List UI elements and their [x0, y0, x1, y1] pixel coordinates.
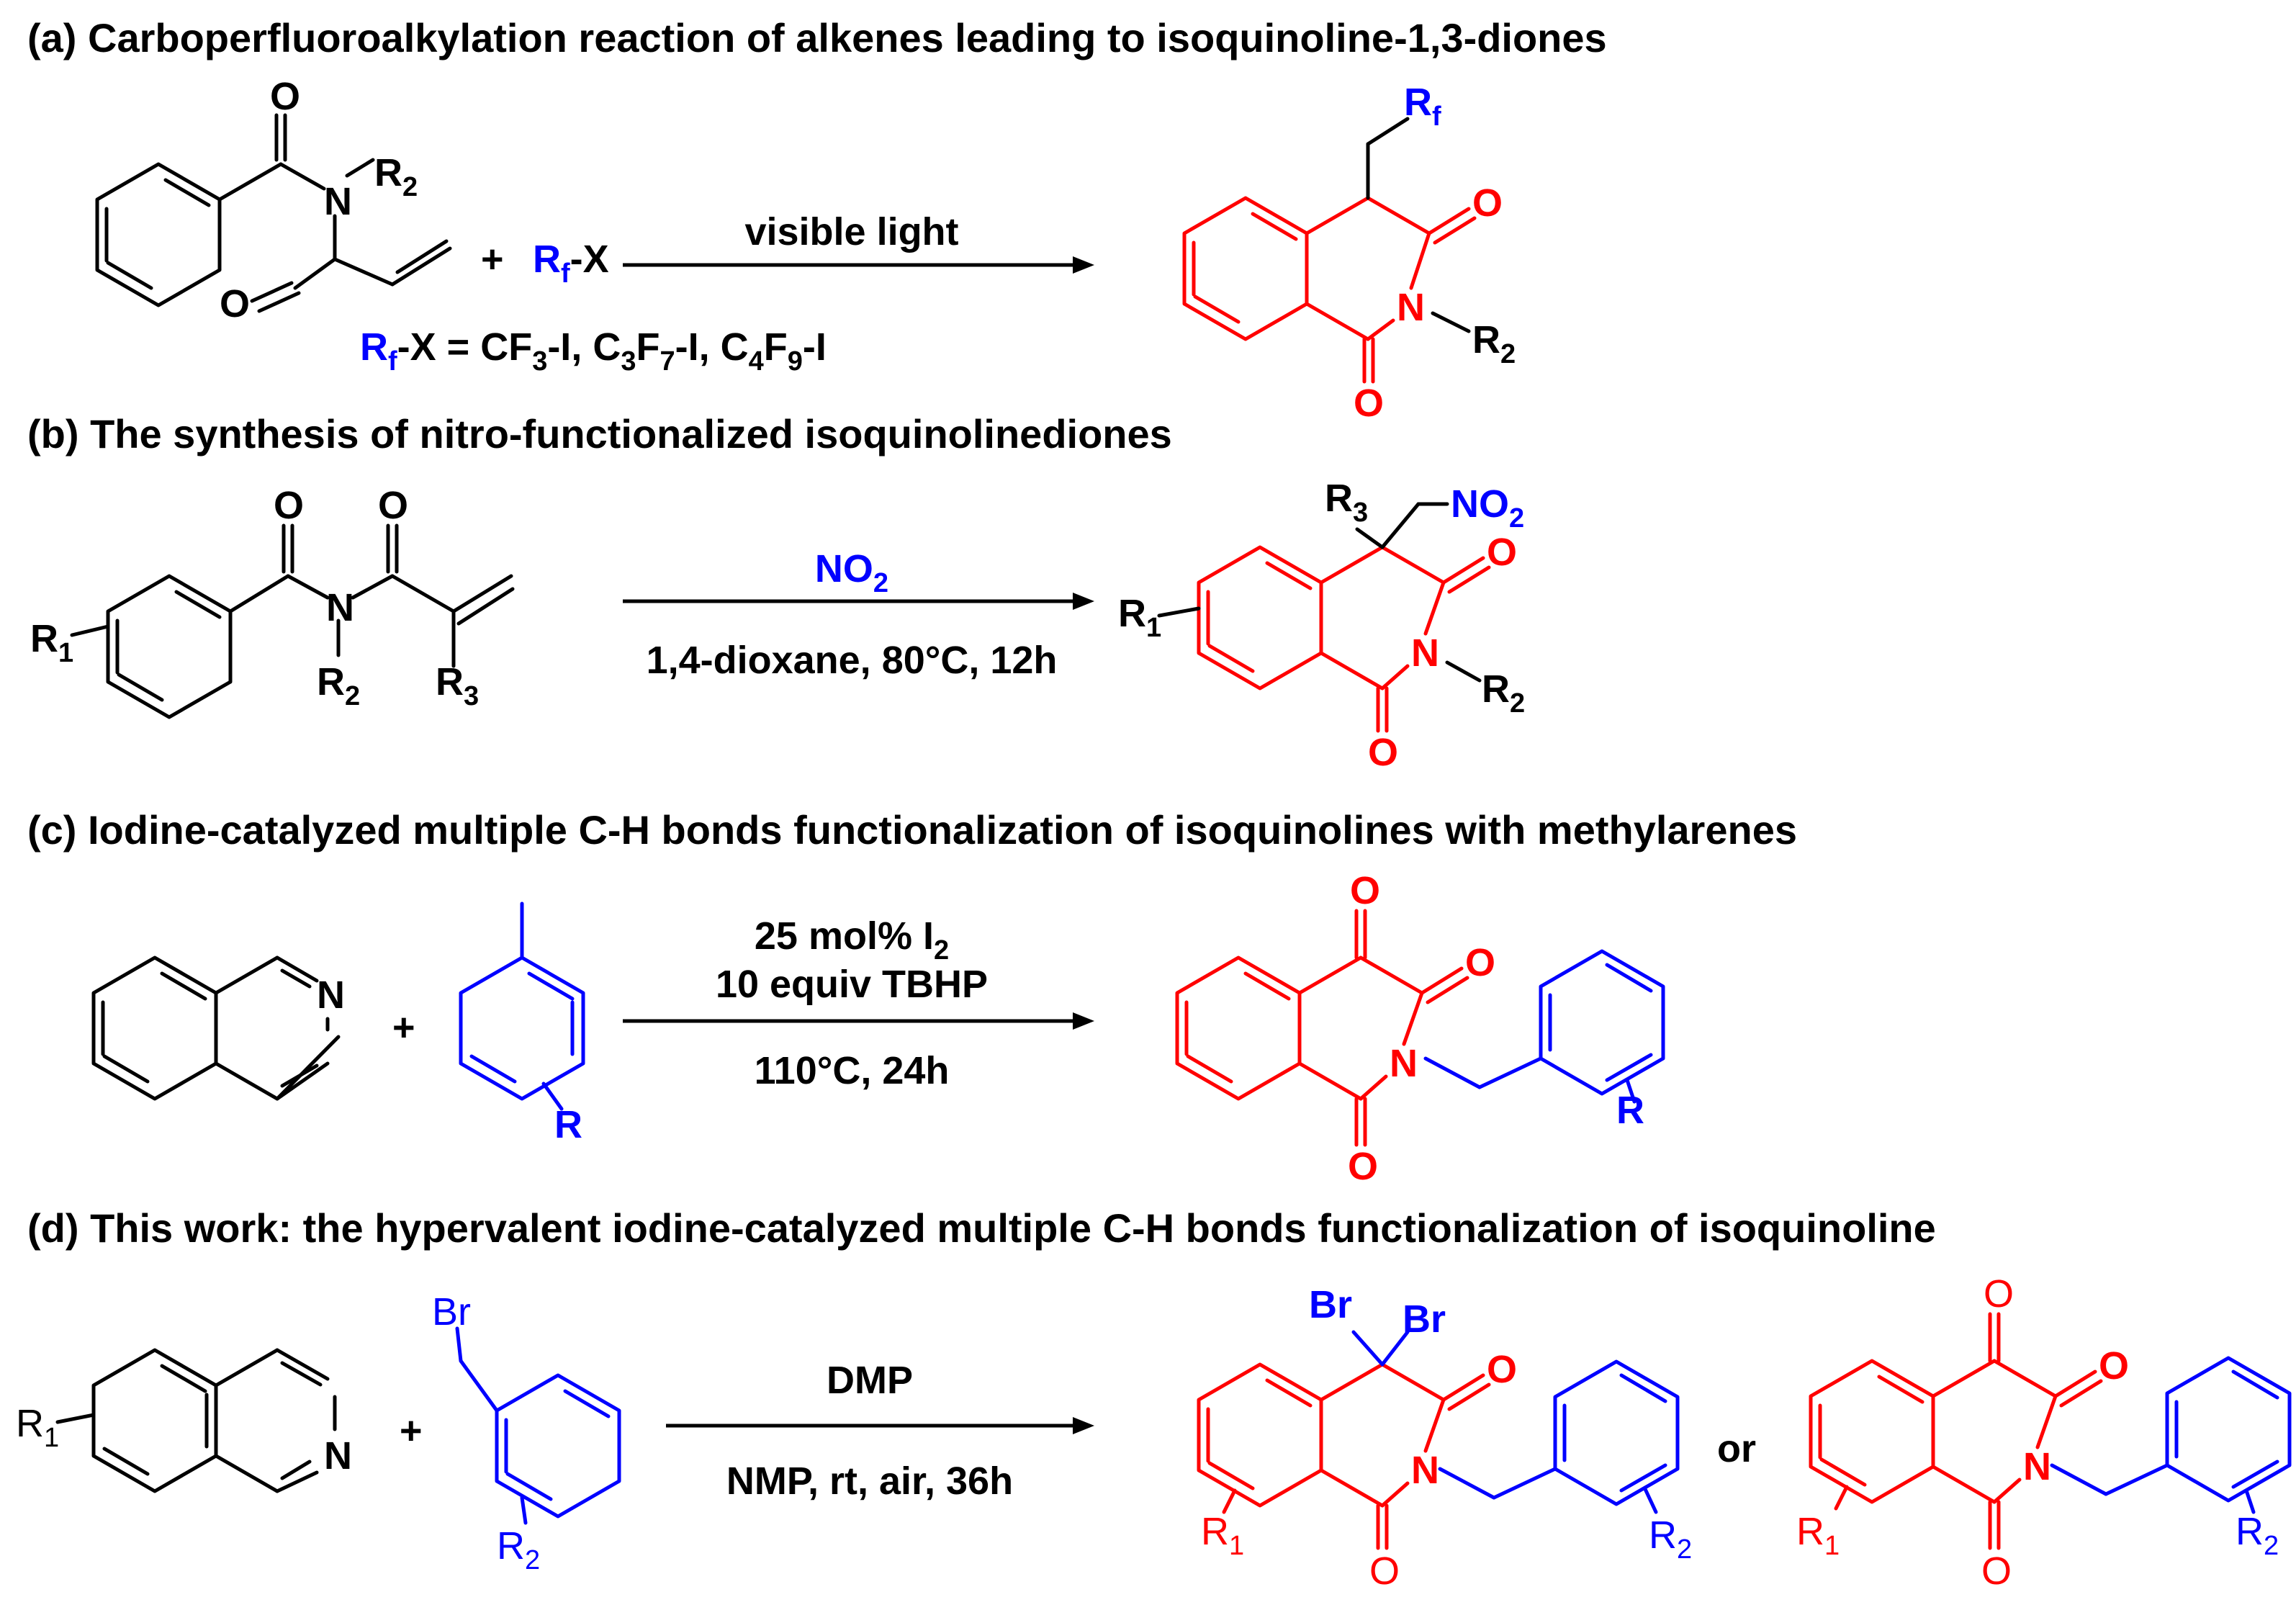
plus-sign: +	[481, 238, 504, 281]
atom-N: N	[1411, 631, 1439, 675]
svg-text:R2: R2	[1482, 667, 1525, 719]
plus-sign: +	[392, 1006, 415, 1049]
heading-d: (d) This work: the hypervalent iodine-ca…	[27, 1205, 1936, 1251]
atom-N: N	[324, 1434, 352, 1478]
reactant-c-isoquinoline: N	[91, 955, 345, 1101]
atom-N: N	[1390, 1042, 1418, 1085]
scheme-b: O O N R2 R3 R1 NO2 1,4-dioxane, 80°C, 12…	[30, 477, 1525, 774]
condition-d-below: NMP, rt, air, 36h	[726, 1460, 1013, 1503]
atom-Br: Br	[432, 1290, 471, 1334]
rf-x-definition: Rf-X = CF3-I, C3F7-I, C4F9-I	[360, 325, 827, 377]
atom-O: O	[1472, 181, 1503, 225]
product-d-isoquinolinetrione: O O N O R1 R2	[1796, 1272, 2292, 1593]
atom-O: O	[1350, 869, 1380, 912]
or-label: or	[1717, 1427, 1756, 1470]
atom-Br: Br	[1403, 1298, 1446, 1341]
atom-O: O	[270, 75, 300, 118]
atom-N: N	[326, 586, 354, 629]
atom-O: O	[1354, 382, 1384, 425]
reactant-c-methylarene: R	[459, 901, 585, 1146]
svg-text:NO2: NO2	[1451, 482, 1524, 534]
svg-text:R1: R1	[1796, 1510, 1840, 1561]
reactant-a-acryloylbenzamide: O N R2 O	[95, 75, 452, 325]
svg-text:R1: R1	[16, 1402, 59, 1453]
reactant-d-benzyl-bromide: Br R2	[432, 1290, 621, 1575]
svg-text:R2: R2	[1472, 318, 1516, 369]
condition-c-above-2: 10 equiv TBHP	[716, 963, 988, 1006]
condition-a-above: visible light	[744, 210, 958, 253]
heading-b: (b) The synthesis of nitro-functionalize…	[27, 411, 1172, 457]
atom-O: O	[1369, 1550, 1400, 1593]
atom-N: N	[1397, 286, 1425, 329]
svg-text:R2: R2	[374, 151, 418, 202]
atom-N: N	[1411, 1449, 1439, 1492]
svg-text:Rf: Rf	[1404, 81, 1441, 132]
atom-O: O	[2099, 1344, 2129, 1388]
condition-d-above: DMP	[827, 1359, 913, 1402]
condition-b-above: NO2	[815, 547, 888, 598]
svg-text:R2: R2	[497, 1524, 540, 1575]
condition-c-below: 110°C, 24h	[755, 1049, 950, 1092]
svg-text:R2: R2	[317, 660, 360, 711]
atom-N: N	[317, 973, 345, 1017]
scheme-a: O N R2 O + Rf-X visible light Rf-X = CF3…	[95, 75, 1516, 425]
svg-text:R2: R2	[2236, 1510, 2279, 1561]
product-c-isoquinolinetrione: O O N O R	[1175, 869, 1665, 1188]
atom-O: O	[1981, 1550, 2012, 1593]
atom-O: O	[220, 282, 250, 325]
svg-text:R2: R2	[1649, 1514, 1692, 1565]
product-a-isoquinolinedione: O N O R2 Rf	[1182, 81, 1516, 425]
atom-O: O	[274, 484, 304, 527]
product-d-dibromo-isoquinolinedione: Br Br O N O R1 R2	[1197, 1283, 1692, 1593]
svg-text:R1: R1	[30, 617, 73, 668]
plus-sign: +	[400, 1409, 423, 1452]
svg-text:R3: R3	[1325, 477, 1368, 528]
atom-O: O	[1487, 1348, 1517, 1391]
product-b-nitro-isoquinolinedione: O N O R2 R3 NO2 R1	[1118, 477, 1525, 774]
atom-O: O	[1368, 731, 1398, 774]
heading-a: (a) Carboperfluoroalkylation reaction of…	[27, 15, 1607, 60]
atom-O: O	[1487, 531, 1517, 574]
atom-O: O	[1348, 1145, 1378, 1188]
scheme-d: N R1 + Br R2 DMP NMP, rt, air, 36h	[16, 1272, 2292, 1593]
condition-c-above-1: 25 mol% I2	[755, 914, 949, 966]
atom-Br: Br	[1309, 1283, 1352, 1326]
atom-N: N	[2023, 1445, 2051, 1488]
reactant-d-isoquinoline: N R1	[16, 1348, 352, 1493]
atom-R: R	[1616, 1089, 1644, 1132]
svg-text:R3: R3	[436, 660, 479, 711]
reagent-rf-x: Rf-X	[533, 238, 609, 289]
heading-c: (c) Iodine-catalyzed multiple C-H bonds …	[27, 807, 1797, 853]
atom-O: O	[378, 484, 408, 527]
reactant-b-methacryloylbenzamide: O O N R2 R3 R1	[30, 484, 515, 719]
svg-text:R1: R1	[1118, 592, 1161, 643]
atom-R: R	[554, 1103, 582, 1146]
svg-text:R1: R1	[1201, 1510, 1244, 1561]
atom-N: N	[324, 180, 352, 223]
condition-b-below: 1,4-dioxane, 80°C, 12h	[647, 639, 1058, 682]
scheme-c: N + R 25 mol% I2 10 equiv TBHP 110°C, 24…	[91, 869, 1665, 1188]
atom-O: O	[1465, 941, 1495, 984]
atom-O: O	[1984, 1272, 2014, 1316]
